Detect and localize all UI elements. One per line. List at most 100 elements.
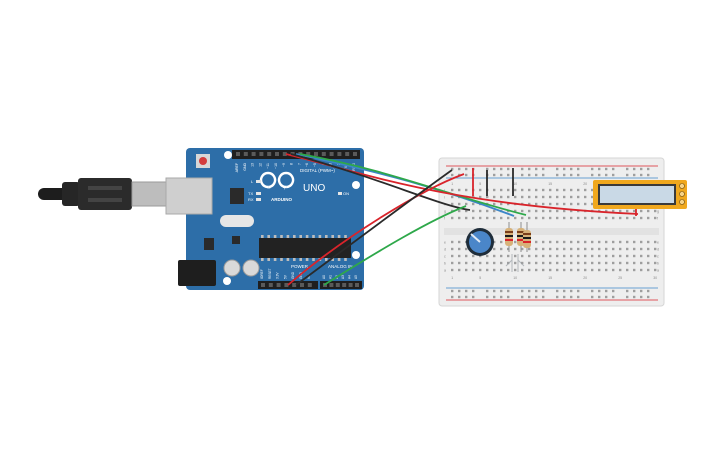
rail-hole[interactable] (591, 167, 594, 171)
breadboard-hole[interactable] (605, 240, 608, 244)
breadboard-hole[interactable] (542, 261, 545, 265)
rail-hole[interactable] (563, 289, 566, 293)
breadboard-hole[interactable] (486, 216, 489, 220)
breadboard-hole[interactable] (521, 268, 524, 272)
rail-hole[interactable] (451, 173, 454, 177)
digital-pin-hole[interactable] (243, 152, 248, 156)
breadboard-hole[interactable] (486, 254, 489, 258)
rail-hole[interactable] (598, 289, 601, 293)
breadboard-hole[interactable] (535, 195, 538, 199)
breadboard-hole[interactable] (521, 209, 524, 213)
breadboard-hole[interactable] (640, 261, 643, 265)
breadboard-hole[interactable] (528, 195, 531, 199)
breadboard-hole[interactable] (479, 188, 482, 192)
breadboard-hole[interactable] (521, 195, 524, 199)
breadboard-hole[interactable] (570, 261, 573, 265)
breadboard-hole[interactable] (535, 216, 538, 220)
rail-hole[interactable] (570, 289, 573, 293)
rail-hole[interactable] (626, 295, 629, 299)
breadboard-hole[interactable] (577, 195, 580, 199)
analog-pin-hole[interactable] (348, 283, 353, 287)
rail-hole[interactable] (500, 173, 503, 177)
usb-cable[interactable] (38, 178, 167, 210)
breadboard-hole[interactable] (563, 195, 566, 199)
breadboard-hole[interactable] (626, 254, 629, 258)
breadboard-hole[interactable] (647, 240, 650, 244)
breadboard-hole[interactable] (458, 268, 461, 272)
breadboard-hole[interactable] (514, 195, 517, 199)
rail-hole[interactable] (570, 167, 573, 171)
breadboard-hole[interactable] (633, 216, 636, 220)
breadboard-hole[interactable] (465, 202, 468, 206)
breadboard-hole[interactable] (549, 188, 552, 192)
breadboard-hole[interactable] (479, 268, 482, 272)
rail-hole[interactable] (521, 173, 524, 177)
breadboard-hole[interactable] (472, 209, 475, 213)
rail-hole[interactable] (451, 167, 454, 171)
breadboard-hole[interactable] (500, 247, 503, 251)
breadboard-hole[interactable] (535, 247, 538, 251)
breadboard-hole[interactable] (584, 261, 587, 265)
breadboard-hole[interactable] (591, 261, 594, 265)
breadboard-hole[interactable] (598, 261, 601, 265)
rail-hole[interactable] (458, 167, 461, 171)
rail-hole[interactable] (577, 295, 580, 299)
breadboard-hole[interactable] (633, 261, 636, 265)
breadboard-hole[interactable] (535, 261, 538, 265)
rail-hole[interactable] (493, 173, 496, 177)
breadboard-hole[interactable] (612, 261, 615, 265)
rail-hole[interactable] (493, 295, 496, 299)
rail-hole[interactable] (612, 289, 615, 293)
breadboard-hole[interactable] (458, 261, 461, 265)
rail-hole[interactable] (598, 167, 601, 171)
breadboard-hole[interactable] (619, 216, 622, 220)
breadboard-hole[interactable] (479, 209, 482, 213)
breadboard-hole[interactable] (654, 247, 657, 251)
breadboard-hole[interactable] (626, 261, 629, 265)
rail-hole[interactable] (528, 167, 531, 171)
rail-hole[interactable] (486, 295, 489, 299)
breadboard-hole[interactable] (458, 247, 461, 251)
breadboard-hole[interactable] (486, 209, 489, 213)
rail-hole[interactable] (507, 173, 510, 177)
breadboard-hole[interactable] (479, 195, 482, 199)
digital-pin-hole[interactable] (251, 152, 256, 156)
power-pin-hole[interactable] (268, 283, 273, 287)
rail-hole[interactable] (633, 289, 636, 293)
breadboard-hole[interactable] (633, 268, 636, 272)
breadboard-hole[interactable] (549, 216, 552, 220)
rail-hole[interactable] (458, 289, 461, 293)
rail-hole[interactable] (535, 173, 538, 177)
breadboard-hole[interactable] (640, 240, 643, 244)
rail-hole[interactable] (507, 167, 510, 171)
rail-hole[interactable] (647, 173, 650, 177)
breadboard-hole[interactable] (647, 268, 650, 272)
breadboard-hole[interactable] (465, 216, 468, 220)
breadboard-hole[interactable] (458, 254, 461, 258)
breadboard-hole[interactable] (528, 254, 531, 258)
breadboard-hole[interactable] (584, 247, 587, 251)
power-pin-hole[interactable] (292, 283, 297, 287)
breadboard-hole[interactable] (570, 216, 573, 220)
breadboard-hole[interactable] (493, 209, 496, 213)
rail-hole[interactable] (535, 295, 538, 299)
breadboard-hole[interactable] (549, 202, 552, 206)
breadboard-hole[interactable] (493, 268, 496, 272)
breadboard-hole[interactable] (500, 188, 503, 192)
power-pin-hole[interactable] (300, 283, 304, 287)
rail-hole[interactable] (542, 167, 545, 171)
breadboard-hole[interactable] (549, 240, 552, 244)
breadboard-hole[interactable] (493, 240, 496, 244)
breadboard-hole[interactable] (493, 202, 496, 206)
breadboard-hole[interactable] (563, 247, 566, 251)
breadboard-hole[interactable] (521, 216, 524, 220)
breadboard-hole[interactable] (507, 254, 510, 258)
breadboard-hole[interactable] (514, 240, 517, 244)
breadboard-hole[interactable] (605, 216, 608, 220)
power-pin-hole[interactable] (261, 283, 265, 287)
breadboard-hole[interactable] (577, 202, 580, 206)
breadboard-hole[interactable] (514, 247, 517, 251)
breadboard-hole[interactable] (563, 202, 566, 206)
breadboard-hole[interactable] (465, 268, 468, 272)
